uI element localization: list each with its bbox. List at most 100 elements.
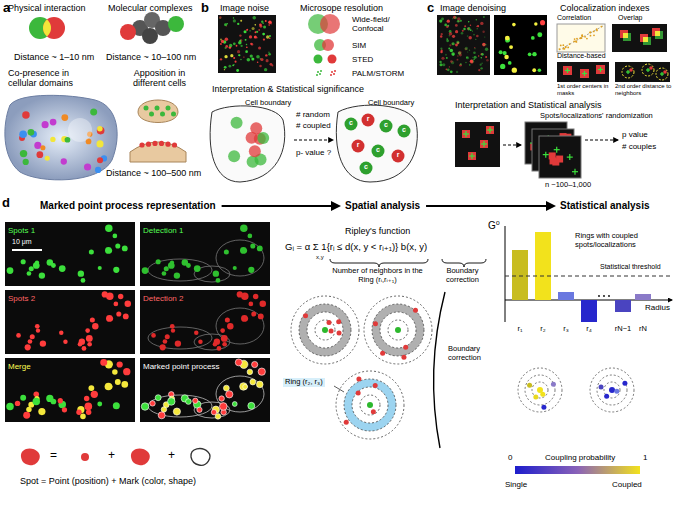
text-label: rN−1 (611, 325, 635, 334)
illustration-shape (528, 53, 532, 57)
illustration-shape (5, 95, 117, 180)
flow-arrow (426, 205, 554, 207)
illustration-shape (512, 23, 516, 27)
illustration-shape (28, 129, 35, 136)
illustration-shape (581, 34, 583, 36)
illustration-shape (468, 36, 471, 39)
text-label: Number of neighbors in the Ring (rᵢ,rᵢ₊₁… (330, 267, 425, 284)
illustration-shape (225, 45, 228, 48)
illustration-shape (457, 55, 458, 56)
illustration-shape (331, 71, 333, 73)
illustration-shape (229, 44, 232, 47)
illustration-shape (233, 57, 235, 59)
text-label: c (360, 163, 372, 171)
illustration-shape (218, 15, 276, 73)
illustration-shape (322, 39, 334, 51)
illustration-shape (186, 263, 191, 268)
illustration-shape (224, 23, 227, 26)
illustration-shape (233, 19, 236, 22)
text-label: r (362, 115, 374, 123)
illustration-shape (76, 409, 81, 414)
illustration-shape (303, 313, 308, 318)
illustration-shape (642, 64, 654, 76)
illustration-shape (476, 35, 479, 38)
illustration-shape (22, 111, 29, 118)
illustration-shape (505, 276, 670, 277)
illustration-shape (36, 328, 40, 332)
illustration-shape (467, 51, 468, 52)
illustration-shape (90, 318, 95, 323)
illustration-shape (356, 376, 361, 381)
illustration-shape (562, 44, 564, 46)
illustration-shape (240, 59, 241, 60)
illustration-shape (449, 44, 451, 46)
text-label: # couples (622, 142, 656, 151)
text-label: Molecular complexes (108, 3, 193, 13)
illustration-shape (460, 63, 462, 65)
illustration-shape (140, 290, 270, 354)
illustration-shape (440, 51, 442, 53)
illustration-shape (316, 74, 318, 76)
text-label: 1 (643, 453, 647, 462)
illustration-shape (457, 42, 459, 44)
illustration-shape (63, 340, 67, 344)
illustration-shape (541, 405, 546, 410)
illustration-shape (440, 48, 442, 50)
illustration-shape (663, 70, 667, 74)
illustration-shape (612, 24, 667, 52)
illustration-shape (615, 300, 631, 312)
illustration-shape (256, 31, 258, 33)
illustration-shape (258, 46, 261, 49)
illustration-shape (219, 396, 224, 401)
illustration-shape (574, 169, 575, 175)
illustration-shape (489, 127, 490, 133)
illustration-shape (168, 16, 184, 32)
text-label: Spots 2 (8, 294, 35, 303)
illustration-shape (269, 35, 271, 37)
illustration-shape (562, 48, 564, 50)
illustration-shape (344, 379, 396, 431)
text-label: Merge (8, 362, 31, 371)
text-label: p- value ? (296, 148, 331, 157)
illustration-shape (656, 68, 668, 80)
illustration-shape (472, 57, 473, 58)
illustration-shape (81, 278, 86, 283)
illustration-shape (36, 151, 43, 158)
illustration-shape (474, 56, 477, 59)
illustration-shape (43, 17, 65, 39)
illustration-shape (469, 50, 470, 51)
illustration-shape (455, 44, 458, 47)
illustration-shape (228, 150, 240, 162)
illustration-shape (217, 346, 222, 351)
illustration-shape (238, 54, 240, 56)
illustration-shape (174, 272, 180, 278)
illustration-shape (456, 41, 459, 44)
text-label: STED (352, 55, 373, 64)
text-label: Distance-based (557, 52, 606, 60)
illustration-shape (240, 383, 248, 391)
illustration-shape (258, 368, 265, 375)
illustration-shape (380, 312, 416, 348)
illustration-shape (171, 112, 176, 117)
illustration-shape (473, 59, 474, 60)
heading-text: Marked point process representation (40, 200, 216, 212)
illustration-shape (116, 311, 121, 316)
illustration-shape (166, 106, 171, 111)
illustration-shape (246, 132, 258, 144)
illustration-shape (600, 26, 602, 28)
illustration-shape (113, 302, 118, 307)
text-label: n ~100–1,000 (545, 181, 591, 190)
illustration-shape (243, 249, 247, 253)
illustration-shape (223, 385, 229, 391)
illustration-shape (603, 295, 605, 297)
illustration-shape (398, 125, 411, 138)
illustration-shape (593, 31, 595, 33)
illustration-shape (109, 317, 113, 321)
illustration-shape (21, 259, 26, 264)
text-label: Radius (645, 303, 670, 312)
illustration-shape (655, 31, 660, 36)
illustration-shape (220, 58, 222, 60)
illustration-shape (574, 38, 576, 40)
text-label: c (398, 126, 410, 134)
text-label: Co-presence in cellular domains (8, 68, 88, 89)
